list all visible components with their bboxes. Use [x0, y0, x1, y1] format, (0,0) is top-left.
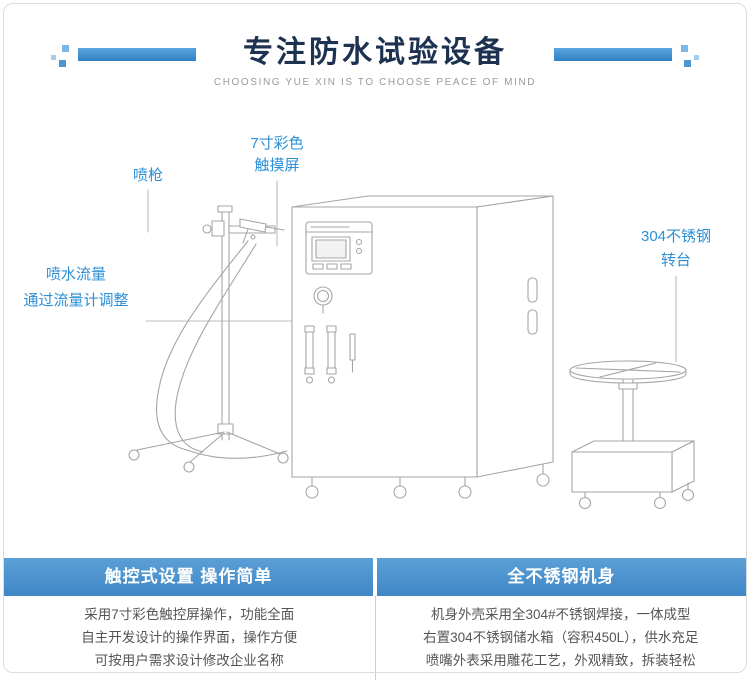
- callout-flow-line2: 通过流量计调整: [23, 292, 129, 309]
- title-decoration-left-bar: [61, 45, 196, 61]
- callout-touch-screen-line1: 7寸彩色: [250, 135, 304, 152]
- turntable-drawing: [569, 360, 695, 510]
- feature-headers: 触控式设置 操作简单 全不锈钢机身: [4, 558, 746, 596]
- hose-drawing: [155, 240, 288, 459]
- callout-flow-line1: 喷水流量: [45, 266, 106, 283]
- spray-stand-drawing: [128, 205, 289, 473]
- page-title: 专注防水试验设备: [243, 36, 507, 69]
- title-decoration-right-bar: [554, 45, 689, 61]
- feature-header-stainless-body: 全不锈钢机身: [377, 558, 746, 596]
- title-block: 专注防水试验设备 CHOOSING YUE XIN IS TO CHOOSE P…: [214, 36, 536, 88]
- feature-text-line: 采用7寸彩色触控屏操作，功能全面: [84, 607, 295, 622]
- leader-lines: [145, 180, 677, 363]
- page-header: 专注防水试验设备 CHOOSING YUE XIN IS TO CHOOSE P…: [0, 36, 750, 88]
- callout-turntable: 304不锈钢 转台: [634, 225, 718, 273]
- feature-text-line: 右置304不锈钢储水箱（容积450L），供水充足: [423, 630, 699, 645]
- feature-text-line: 喷嘴外表采用雕花工艺，外观精致，拆装轻松: [425, 653, 696, 668]
- page-subtitle: CHOOSING YUE XIN IS TO CHOOSE PEACE OF M…: [213, 77, 537, 88]
- cabinet-drawing: [291, 195, 554, 499]
- feature-header-touch-settings: 触控式设置 操作简单: [4, 558, 373, 596]
- feature-text-line: 自主开发设计的操作界面，操作方便: [81, 630, 298, 645]
- callout-turntable-line1: 304不锈钢: [640, 228, 712, 245]
- callout-touch-screen: 7寸彩色 触摸屏: [237, 133, 317, 177]
- callout-spray-gun: 喷枪: [124, 164, 172, 188]
- feature-bodies: 采用7寸彩色触控屏操作，功能全面 自主开发设计的操作界面，操作方便 可按用户需求…: [4, 596, 746, 680]
- feature-body-touch-settings: 采用7寸彩色触控屏操作，功能全面 自主开发设计的操作界面，操作方便 可按用户需求…: [4, 596, 375, 680]
- callout-flow: 喷水流量 通过流量计调整: [4, 262, 148, 314]
- callout-spray-gun-label: 喷枪: [132, 167, 163, 184]
- callout-touch-screen-line2: 触摸屏: [254, 157, 300, 174]
- feature-text-line: 可按用户需求设计修改企业名称: [94, 653, 284, 668]
- callout-turntable-line2: 转台: [660, 252, 691, 269]
- feature-text-line: 机身外壳采用全304#不锈钢焊接，一体成型: [430, 607, 691, 622]
- feature-body-stainless-body: 机身外壳采用全304#不锈钢焊接，一体成型 右置304不锈钢储水箱（容积450L…: [374, 596, 747, 680]
- feature-section: 触控式设置 操作简单 全不锈钢机身 采用7寸彩色触控屏操作，功能全面 自主开发设…: [4, 558, 746, 680]
